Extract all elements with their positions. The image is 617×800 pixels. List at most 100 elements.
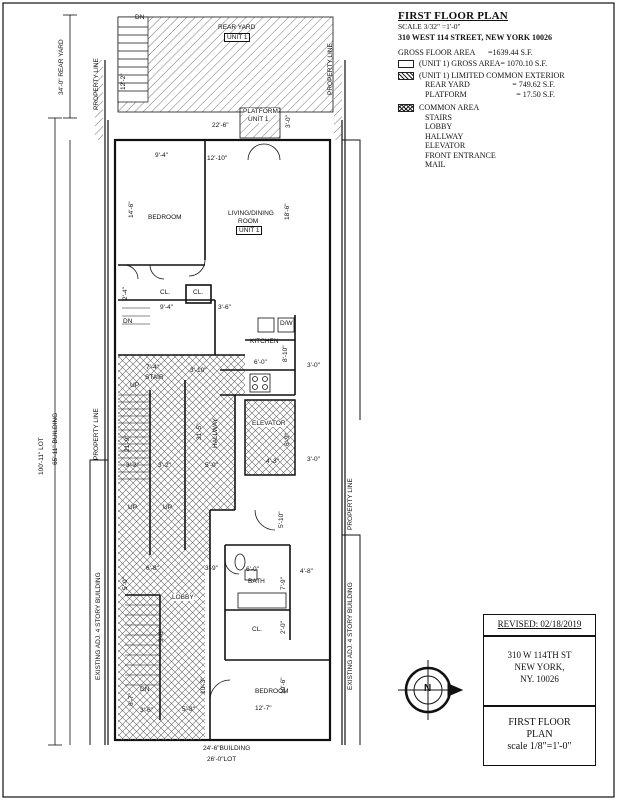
swatch-hatch	[398, 71, 414, 80]
interior-stair-treads	[118, 307, 160, 686]
dim-entry-b: 3'-6"	[140, 707, 153, 714]
rear-yard-legend-value: = 749.62 S.F.	[512, 80, 555, 89]
plan-title-box: FIRST FLOOR PLAN scale 1/8"=1'-0"	[483, 706, 596, 766]
dim-building-width: 24'-6"BUILDING	[203, 745, 251, 752]
revised-date: REVISED: 02/18/2019	[497, 619, 582, 629]
dim-stair-b: 9'-6"	[158, 629, 165, 642]
dim-bed-front-w: 10'-3"	[200, 677, 207, 694]
adj-building-right-strip	[334, 60, 342, 140]
rear-yard-legend-label: REAR YARD	[425, 80, 470, 89]
common-area-label: COMMON AREA	[419, 103, 480, 112]
address-line-3: NY. 10026	[520, 674, 559, 684]
dim-lobby-w2: 3'-9"	[205, 565, 218, 572]
revised-box: REVISED: 02/18/2019	[483, 614, 596, 636]
hallway-label: HALLWAY	[212, 418, 219, 448]
building-walls	[113, 138, 332, 742]
dim-bedroom-depth: 14'-6"	[128, 201, 135, 218]
dw-label: D/W	[280, 320, 293, 327]
platform-unit-label: UNIT 1	[248, 116, 269, 123]
elevator-hatch	[244, 399, 296, 476]
dim-bedroom-width: 9'-4"	[155, 152, 168, 159]
dim-kitchen-w: 3'-6"	[218, 304, 231, 311]
legend-title: FIRST FLOOR PLAN	[398, 10, 508, 22]
plan-legend: FIRST FLOOR PLAN SCALE 3/32" =1'-0" 310 …	[398, 10, 603, 170]
unit-gross-area: (UNIT 1) GROSS AREA= 1070.10 S.F.	[419, 59, 548, 68]
dim-right-gap1: 3'-0"	[307, 362, 320, 369]
dim-bath-depth: 7'-9"	[280, 577, 287, 590]
dim-front-w1: 5'-8"	[182, 706, 195, 713]
dn-stair-label: DN	[123, 318, 133, 325]
dim-stair-run: 21'-9"	[124, 435, 131, 452]
living-unit-label: UNIT 1	[236, 226, 263, 235]
kitchen-fixtures	[249, 317, 295, 393]
dim-kitchen-len: 8'-10"	[282, 345, 289, 362]
compass-rose	[398, 660, 464, 720]
dim-corridor: 5'-10"	[278, 511, 285, 528]
common-item: MAIL	[425, 160, 446, 169]
rear-yard-unit-label: UNIT 1	[224, 33, 251, 42]
up-label-2: UP	[128, 504, 138, 511]
stair-label: STAIR	[145, 374, 164, 381]
rear-yard-label: REAR YARD	[218, 24, 256, 31]
dim-landing-a: 3'-2"	[126, 462, 139, 469]
legend-scale: SCALE 3/32" =1'-0"	[398, 21, 461, 31]
dim-right-gap2: 3'-0"	[307, 456, 320, 463]
swatch-plain	[398, 60, 414, 68]
dim-bath-side: 4'-8"	[300, 568, 313, 575]
dim-lobby-depth: 5'-0"	[122, 577, 129, 590]
closet-b-label: CL.	[193, 289, 204, 296]
lobby-label: LOBBY	[172, 594, 194, 601]
up-label-1: UP	[130, 382, 140, 389]
gross-floor-area-value: =1639.44 S.F.	[488, 47, 533, 57]
dim-lot-depth: 100'-11" LOT	[38, 437, 45, 475]
dim-bath-w: 6'-0"	[246, 566, 259, 573]
dim-rear-yard-depth: 34'-0" REAR YARD	[58, 39, 65, 95]
dim-closet-depth: 2'-4"	[122, 287, 129, 300]
legend-address: 310 WEST 114 STREET, NEW YORK 10026	[398, 33, 553, 42]
dim-rear-stair: 12'-2"	[120, 73, 127, 90]
property-line-top-right: PROPERTY LINE	[327, 43, 334, 95]
common-area-hatch	[118, 355, 245, 740]
plan-title-line-2: PLAN	[526, 729, 553, 740]
dim-lobby-w: 6'-8"	[146, 565, 159, 572]
dim-platform-width: 22'-6"	[212, 122, 229, 129]
property-lines	[104, 60, 346, 745]
platform-legend-value: = 17.50 S.F.	[516, 89, 555, 99]
dim-entry-a: 6'-7"	[128, 693, 135, 706]
property-line-right: PROPERTY LINE	[347, 478, 354, 530]
platform-label: PLATFORM	[243, 108, 278, 115]
dim-closet-c-depth: 2'-0"	[280, 621, 287, 634]
bedroom-front-label: BEDROOM	[255, 688, 289, 695]
dim-bed-front-d: 10'-6"	[280, 677, 287, 694]
dn-top-label: DN	[135, 14, 145, 21]
dim-living-width: 12'-10"	[207, 155, 228, 162]
common-item: LOBBY	[425, 122, 453, 131]
living-dining-label-1: LIVING/DINING	[228, 210, 274, 217]
dim-elev-depth: 6'-9"	[284, 433, 291, 446]
dim-hall-w2: 5'-0"	[205, 462, 218, 469]
gross-floor-area-label: GROSS FLOOR AREA	[398, 47, 476, 57]
living-dining-label-2: ROOM	[238, 218, 259, 225]
common-item: STAIRS	[425, 112, 452, 122]
dim-kitchen-w2: 6'-0"	[254, 359, 267, 366]
bedroom-rear-label: BEDROOM	[148, 214, 182, 221]
adj-building-left: EXISTING ADJ. 4 STORY BUILDING	[95, 572, 102, 680]
dim-front-w2: 12'-7"	[255, 705, 272, 712]
lot-dimension-lines	[48, 14, 77, 746]
kitchen-label: KITCHEN	[250, 338, 279, 345]
dim-platform-depth: 3'-0"	[285, 115, 292, 128]
rear-stair	[117, 16, 149, 103]
dim-stair-w: 7'-4"	[146, 364, 159, 371]
property-line-top-left: PROPERTY LINE	[93, 58, 100, 110]
doors	[123, 143, 281, 701]
elevator-label: ELEVATOR	[252, 420, 286, 427]
up-label-3: UP	[163, 504, 173, 511]
platform-legend-label: PLATFORM	[425, 89, 467, 99]
common-item: FRONT ENTRANCE	[425, 150, 496, 160]
adj-outline-right-bottom	[342, 534, 361, 745]
adj-building-left-strip	[95, 60, 103, 140]
closet-c-label: CL.	[252, 626, 263, 633]
dn-bottom-label: DN	[140, 686, 150, 693]
adj-outline-right	[342, 139, 361, 420]
